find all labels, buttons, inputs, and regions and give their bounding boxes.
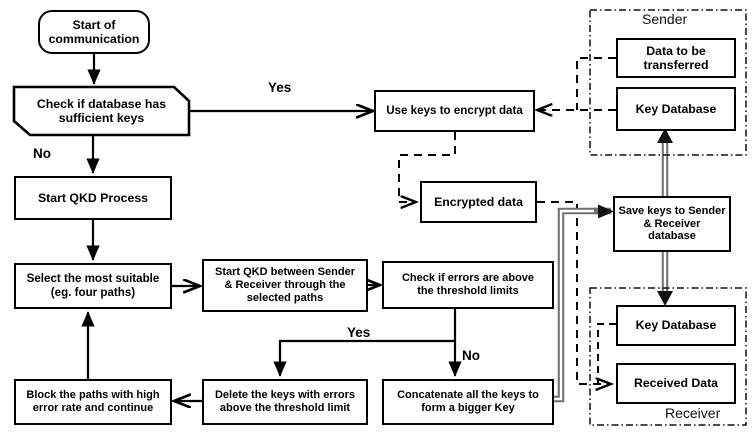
edge-senderdata-to-usekeys-dashed [576,57,616,110]
edge-label-yes-top: Yes [268,80,291,95]
node-label: Check if database has sufficient keys [36,96,167,126]
node-start-qkd-between-sender-receiver[interactable]: Start QKD between Sender & Receiver thro… [202,259,368,312]
group-border-receiver [589,287,747,426]
node-block-the-paths-with-high-error-rate[interactable]: Block the paths with high error rate and… [14,379,172,425]
node-label: Save keys to Sender & Receiver database [618,204,726,243]
group-label-sender: Sender [638,11,692,27]
edge-label-text: Yes [268,80,292,95]
edge-savekeys-to-receiverkeydb-double [657,252,673,306]
group-label-receiver: Receiver [661,405,725,421]
edge-receiverkeydb-stub-dashed [597,323,616,384]
node-label: Select the most suitable (eg. four paths… [26,272,160,299]
edge-label-text: No [462,348,480,363]
node-save-keys-to-sender-receiver-database[interactable]: Save keys to Sender & Receiver database [613,196,731,252]
edge-label-yes-bottom: Yes [347,325,370,340]
node-key-database-receiver[interactable]: Key Database [616,305,736,346]
group-label-text: Receiver [665,405,721,421]
node-label: Block the paths with high error rate and… [26,389,160,414]
edge-encrypted-to-receiveddata-dashed [537,201,610,384]
edge-usekeys-to-encrypted-dashed [398,132,456,202]
group-label-text: Sender [642,11,688,27]
node-concatenate-all-the-keys[interactable]: Concatenate all the keys to form a bigge… [382,379,554,425]
node-check-if-database-has-sufficient-keys[interactable]: Check if database has sufficient keys [14,87,189,135]
node-encrypted-data[interactable]: Encrypted data [420,181,537,223]
node-label: Start of communication [48,17,140,47]
edge-savekeys-to-senderkeydb-double [657,128,673,196]
edge-concat-to-savekeys-double [554,204,614,403]
node-label: Delete the keys with errors above the th… [214,389,355,414]
node-received-data[interactable]: Received Data [616,363,736,404]
node-label: Use keys to encrypt data [386,104,523,118]
node-label: Data to be transferred [643,43,709,73]
node-select-the-most-suitable[interactable]: Select the most suitable (eg. four paths… [14,263,172,309]
node-start-of-communication[interactable]: Start of communication [38,10,150,54]
edge-label-text: No [33,146,51,161]
node-check-if-errors-above-threshold[interactable]: Check if errors are above the threshold … [382,261,554,309]
edge-checkerr-yes-to-deletekeys [273,339,455,377]
node-start-qkd-process[interactable]: Start QKD Process [14,176,172,220]
node-use-keys-to-encrypt-data[interactable]: Use keys to encrypt data [374,90,535,132]
node-label: Key Database [635,318,717,333]
node-data-to-be-transferred[interactable]: Data to be transferred [616,38,736,78]
node-delete-the-keys-with-errors[interactable]: Delete the keys with errors above the th… [202,379,368,425]
node-label: Check if errors are above the threshold … [401,272,535,297]
node-label: Encrypted data [434,194,523,209]
group-border-sender [589,9,747,156]
node-label: Received Data [633,376,719,391]
node-label: Concatenate all the keys to form a bigge… [397,389,539,414]
decision-shape-checkdb [12,85,191,137]
edge-label-no-bottom: No [462,348,480,363]
edge-label-text: Yes [347,325,371,340]
edge-label-no-left: No [33,146,51,161]
node-label: Start QKD Process [37,190,149,205]
node-key-database-sender[interactable]: Key Database [616,87,736,131]
node-label: Start QKD between Sender & Receiver thro… [215,266,355,304]
node-label: Key Database [635,101,717,116]
